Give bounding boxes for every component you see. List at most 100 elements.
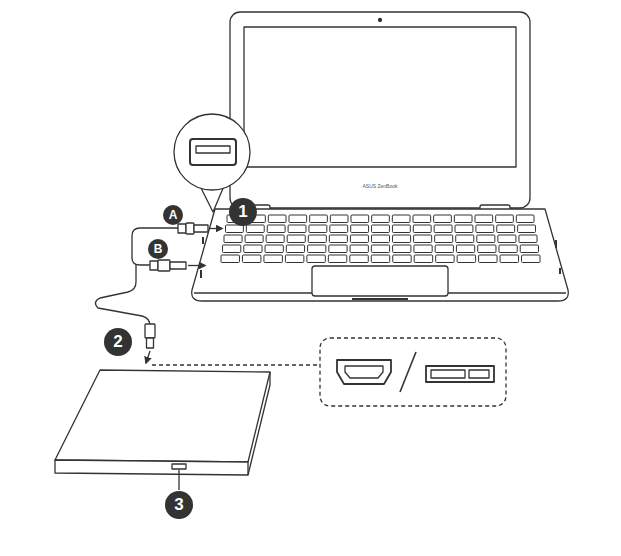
usb-a-tongue <box>196 146 230 153</box>
callout-number: 1 <box>229 198 257 226</box>
key <box>308 235 326 243</box>
key <box>497 225 515 233</box>
eject-button <box>172 464 186 469</box>
key <box>414 255 432 263</box>
key <box>454 215 472 223</box>
callout-number: 3 <box>165 491 193 519</box>
plug-a-body <box>186 223 194 234</box>
micro-usb-port <box>337 360 391 384</box>
touchpad <box>312 266 448 296</box>
callout-number: 2 <box>104 328 132 356</box>
key <box>264 255 282 263</box>
key <box>329 235 347 243</box>
key <box>414 235 432 243</box>
key <box>330 215 348 223</box>
key <box>478 245 496 253</box>
key <box>500 255 518 263</box>
key <box>351 215 369 223</box>
key <box>435 235 453 243</box>
drive-side <box>248 372 270 475</box>
key <box>434 225 452 233</box>
key <box>307 255 325 263</box>
key <box>328 255 346 263</box>
key <box>371 235 389 243</box>
key <box>371 255 389 263</box>
front-notch <box>352 298 408 300</box>
micro-usb-tongue <box>345 366 383 378</box>
key <box>268 215 286 223</box>
key <box>245 235 263 243</box>
callout-letter: B <box>148 239 168 259</box>
key <box>223 245 241 253</box>
cable <box>95 265 150 326</box>
slash <box>400 352 416 392</box>
plug-b-body <box>150 261 158 270</box>
key <box>288 225 306 233</box>
key <box>310 215 328 223</box>
key <box>498 235 516 243</box>
key <box>393 245 411 253</box>
insert-arrow <box>146 351 150 363</box>
key <box>330 225 348 233</box>
key <box>329 245 347 253</box>
side-port <box>556 240 560 274</box>
key <box>266 235 284 243</box>
key <box>456 235 474 243</box>
key <box>244 245 262 253</box>
plug-b-body <box>158 260 170 271</box>
key <box>392 215 410 223</box>
key <box>479 255 497 263</box>
plug-b-metal <box>170 262 186 269</box>
key <box>393 235 411 243</box>
key <box>455 225 473 233</box>
insert-arrow <box>210 228 222 229</box>
key <box>350 245 368 253</box>
key <box>286 245 304 253</box>
key <box>242 255 260 263</box>
key <box>436 255 454 263</box>
laptop-lid <box>230 12 530 208</box>
key <box>522 255 540 263</box>
usb-a-port <box>190 139 236 165</box>
key <box>350 255 368 263</box>
drive-top <box>55 370 270 462</box>
key <box>265 245 283 253</box>
key <box>267 225 285 233</box>
insert-arrow <box>188 265 205 266</box>
key <box>518 225 536 233</box>
key <box>457 255 475 263</box>
key <box>246 225 264 233</box>
keyboard <box>221 215 540 263</box>
key <box>434 215 452 223</box>
key <box>520 245 538 253</box>
cable <box>132 228 182 265</box>
key <box>371 245 389 253</box>
leader-line <box>152 364 320 365</box>
key <box>475 215 493 223</box>
key <box>372 215 390 223</box>
key <box>287 235 305 243</box>
brand-logo: ASUS ZenBook <box>362 183 397 189</box>
key <box>456 245 474 253</box>
key <box>476 225 494 233</box>
key <box>224 235 242 243</box>
key <box>499 245 517 253</box>
drive-plug-metal <box>147 338 154 348</box>
key <box>413 225 431 233</box>
plug-a-body <box>178 224 186 233</box>
key <box>350 235 368 243</box>
usb3-micro-b-port <box>426 366 494 382</box>
key <box>413 215 431 223</box>
port-inset <box>174 114 250 190</box>
side-port <box>201 237 203 278</box>
usb3-micro-b-tongue <box>431 370 489 378</box>
plug-a-metal <box>194 225 208 232</box>
leader-line <box>178 470 179 490</box>
drive-front <box>55 460 248 475</box>
key <box>414 245 432 253</box>
key <box>519 235 537 243</box>
key <box>393 255 411 263</box>
drive-plug-body <box>145 324 155 338</box>
key <box>308 245 326 253</box>
